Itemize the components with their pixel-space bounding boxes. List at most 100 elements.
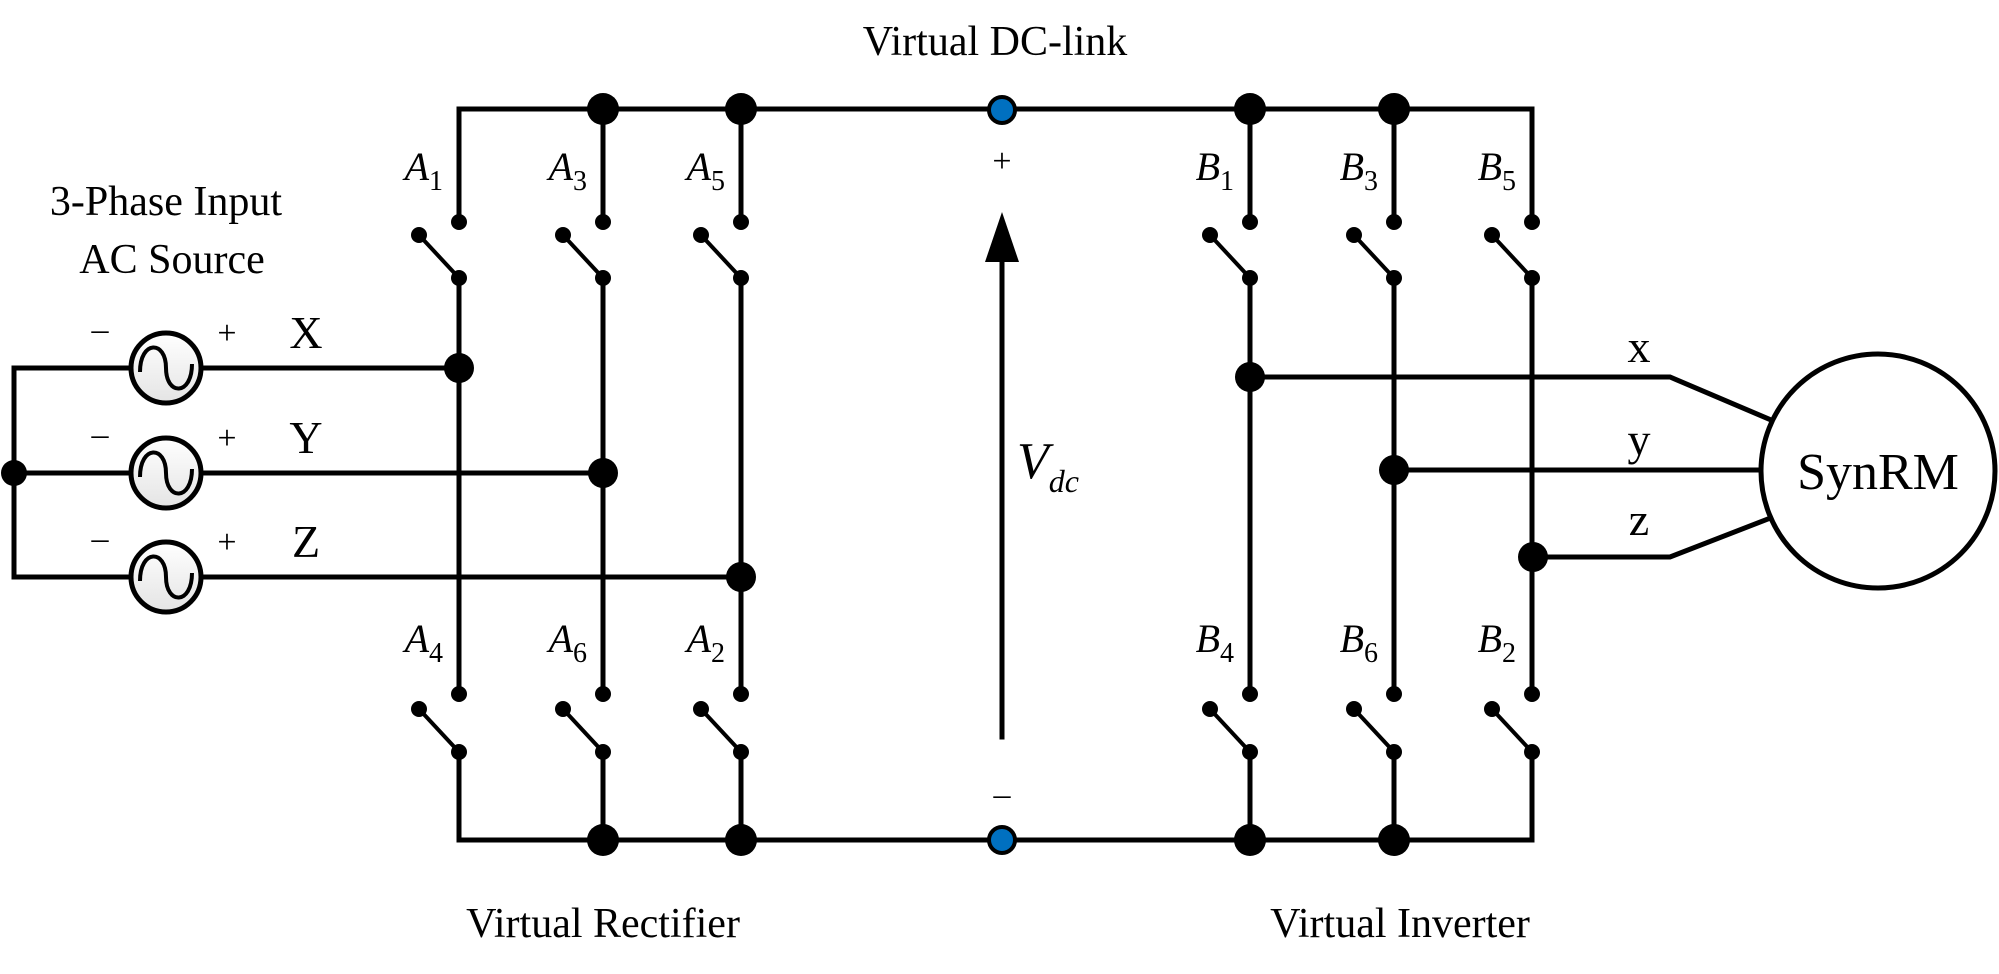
switch-terminal [1386, 744, 1402, 760]
inverter-upper-switch-label: B5 [1478, 144, 1516, 197]
source-plus-sign: + [217, 315, 236, 352]
phase-x-node [444, 353, 474, 383]
ac-source-z [128, 539, 204, 615]
motor-label: SynRM [1797, 444, 1959, 501]
switch-contact [693, 701, 709, 717]
switch-terminal [451, 744, 467, 760]
switch-terminal [1524, 270, 1540, 286]
inverter-lower-switch-label: B6 [1340, 616, 1378, 669]
phase-label: Y [289, 412, 322, 463]
switch-terminal [451, 214, 467, 230]
switch-terminal [595, 270, 611, 286]
switch-terminal [451, 686, 467, 702]
phase-z-node [726, 562, 756, 592]
ac-sources: – + X – + Y – + Z [91, 307, 323, 615]
inverter-upper-switch [1202, 214, 1258, 286]
dc-negative-node [987, 825, 1017, 855]
switch-terminal [1242, 214, 1258, 230]
source-plus-sign: + [217, 524, 236, 561]
source-plus-sign: + [217, 420, 236, 457]
output-z-wire [1530, 515, 1772, 560]
ac-source-y [128, 435, 204, 511]
switch-contact [1202, 701, 1218, 717]
source-minus-sign: – [91, 311, 110, 348]
switch-terminal [733, 214, 749, 230]
dc-negative-sign: – [993, 776, 1012, 813]
switch-contact [1202, 227, 1218, 243]
switch-terminal [1242, 686, 1258, 702]
inverter-title: Virtual Inverter [1270, 901, 1530, 947]
inverter-upper-switch [1346, 214, 1402, 286]
switch-contact [1484, 227, 1500, 243]
switch-terminal [1524, 686, 1540, 702]
inverter-upper-switch [1484, 214, 1540, 286]
switch-contact [1346, 227, 1362, 243]
output-y-node [1379, 455, 1409, 485]
switch-legs [456, 106, 1535, 843]
switch-terminal [733, 270, 749, 286]
output-y-label: y [1628, 414, 1651, 465]
rectifier-upper-switch-label: A1 [402, 144, 443, 197]
ac-source-wiring [1, 353, 756, 592]
switch-terminal [733, 686, 749, 702]
switch-contact [693, 227, 709, 243]
inverter-lower-switch [1346, 686, 1402, 760]
switch-terminal [1524, 214, 1540, 230]
sine-wave-icon [138, 554, 194, 600]
rectifier-upper-switch-label: A5 [684, 144, 725, 197]
dc-link-title: Virtual DC-link [863, 19, 1128, 65]
switch-contact [555, 701, 571, 717]
inverter-lower-switch [1202, 686, 1258, 760]
phase-label: Z [292, 516, 320, 567]
output-z-label: z [1629, 494, 1649, 545]
arrow-head-icon [985, 212, 1019, 262]
switch-contact [555, 227, 571, 243]
source-minus-sign: – [91, 416, 110, 453]
output-wiring [1235, 362, 1775, 572]
phase-y-node [588, 458, 618, 488]
switch-terminal [1386, 270, 1402, 286]
source-title-line2: AC Source [79, 237, 264, 283]
rail-junction-nodes [587, 93, 1410, 856]
inverter-lower-switch-label: B4 [1196, 616, 1234, 669]
sine-wave-icon [138, 345, 194, 391]
inverter-lower-switch [1484, 686, 1540, 760]
neutral-node [1, 460, 27, 486]
rectifier-lower-switch-label: A4 [402, 616, 443, 669]
switch-terminal [595, 686, 611, 702]
dc-voltage-label: Vdc [1017, 433, 1079, 499]
switch-terminal [595, 214, 611, 230]
rectifier-upper-switch [555, 214, 611, 286]
rectifier-upper-switch [411, 214, 467, 286]
output-z-node [1518, 542, 1548, 572]
output-x-wire [1247, 374, 1775, 424]
rectifier-lower-switch [411, 686, 467, 760]
motor-circle [1758, 351, 1998, 591]
dc-voltage-arrow [985, 212, 1019, 740]
rectifier-lower-switch [693, 686, 749, 760]
switch-terminal [1386, 214, 1402, 230]
switch-contact [1346, 701, 1362, 717]
rectifier-lower-switch-label: A6 [546, 616, 587, 669]
rectifier-upper-switch-label: A3 [546, 144, 587, 197]
phase-label: X [289, 307, 322, 358]
switch-terminal [1242, 744, 1258, 760]
synrm-motor: SynRM [1758, 351, 1998, 591]
source-minus-sign: – [91, 520, 110, 557]
switches [411, 214, 1540, 760]
source-title-line1: 3-Phase Input [50, 179, 282, 225]
rectifier-upper-switch [693, 214, 749, 286]
switch-contact [411, 701, 427, 717]
rectifier-lower-switch-label: A2 [684, 616, 725, 669]
switch-terminal [733, 744, 749, 760]
rectifier-title: Virtual Rectifier [466, 901, 740, 947]
inverter-upper-switch-label: B3 [1340, 144, 1378, 197]
switch-terminal [1242, 270, 1258, 286]
output-x-node [1235, 362, 1265, 392]
dc-positive-sign: + [992, 143, 1011, 180]
switch-contact [411, 227, 427, 243]
sine-wave-icon [138, 450, 194, 496]
switch-terminal [1386, 686, 1402, 702]
